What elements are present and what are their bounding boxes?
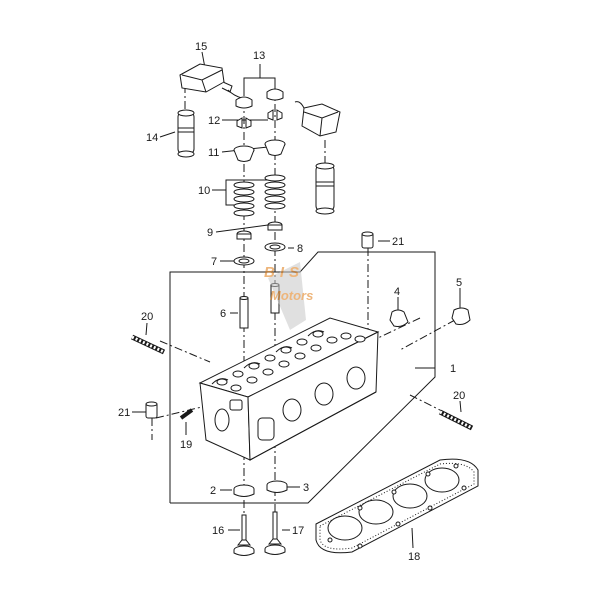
callout-9: 9 (207, 227, 213, 239)
assembly-frame (169, 251, 436, 504)
callout-14: 14 (146, 132, 158, 144)
callout-1: 1 (450, 363, 456, 375)
watermark: BIS Motors (264, 262, 313, 330)
head-gasket-18 (315, 458, 479, 554)
tappet-connector-15 (179, 63, 243, 99)
callout-12: 12 (208, 115, 220, 127)
tappet-connector-right (294, 101, 341, 137)
callout-20-right: 20 (453, 390, 465, 402)
valve-stack-left (233, 96, 255, 556)
stud-19 (179, 408, 194, 420)
callout-21-top: 21 (392, 236, 404, 248)
callout-10: 10 (198, 185, 210, 197)
callout-19: 19 (180, 439, 192, 451)
leader-lines (132, 51, 462, 549)
callout-17: 17 (292, 525, 304, 537)
watermark-line2: Motors (270, 288, 313, 303)
lash-adjuster-14 (177, 109, 195, 158)
plug-5 (451, 307, 471, 325)
callout-5: 5 (456, 277, 462, 289)
watermark-line1: BIS (264, 264, 304, 281)
lash-adjuster-right (315, 162, 335, 215)
plug-4 (389, 309, 409, 327)
callout-20-left: 20 (141, 311, 153, 323)
cylinder-head-block (198, 317, 380, 461)
callout-4: 4 (394, 286, 400, 298)
callout-13: 13 (253, 50, 265, 62)
projection-lines (155, 317, 461, 421)
callout-18: 18 (408, 551, 420, 563)
callout-6: 6 (220, 308, 226, 320)
callout-2: 2 (210, 485, 216, 497)
callout-labels: 15 13 14 12 11 10 9 8 7 6 21 4 5 1 20 20… (118, 41, 465, 563)
callout-21-left: 21 (118, 407, 130, 419)
loose-parts (130, 231, 474, 431)
callout-8: 8 (297, 243, 303, 255)
callout-11: 11 (208, 147, 219, 159)
callout-15: 15 (195, 41, 207, 53)
callout-7: 7 (211, 256, 217, 268)
valve-stack-right (264, 88, 288, 555)
callout-3: 3 (303, 482, 309, 494)
callout-16: 16 (212, 525, 224, 537)
